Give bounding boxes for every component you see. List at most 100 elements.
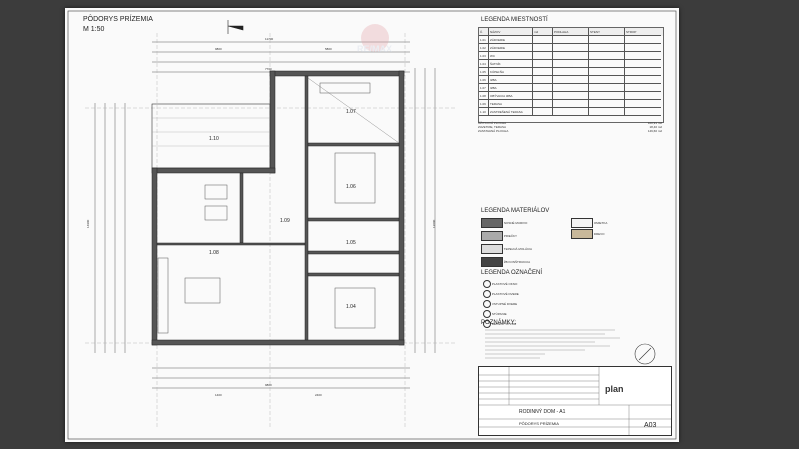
total-value: 100,91 m2 bbox=[647, 121, 662, 125]
material-item: DREVO bbox=[571, 229, 605, 239]
svg-text:1400: 1400 bbox=[215, 393, 222, 397]
room-cell bbox=[625, 52, 661, 60]
legend-materials-title: LEGENDA MATERIÁLOV bbox=[481, 208, 550, 214]
room-cell bbox=[625, 60, 661, 68]
room-label: 1.10 bbox=[209, 136, 219, 142]
total-row: ZASTAVANÁ PLOCHA 149,60 m2 bbox=[478, 129, 662, 133]
room-name: IZBA bbox=[489, 84, 533, 92]
room-cell bbox=[625, 92, 661, 100]
room-cell bbox=[589, 92, 625, 100]
symbols-legend: PLASTOVÉ OKNO PLASTOVÉ DVERE VSTUPNÉ DVE… bbox=[483, 280, 519, 330]
svg-text:14900: 14900 bbox=[86, 219, 90, 228]
room-number: 1.08 bbox=[479, 92, 489, 100]
room-totals: ÚŽITKOVÁ PLOCHA 100,91 m2 ZAVETRIE, TERA… bbox=[478, 121, 662, 133]
legend-rooms-title: LEGENDA MIESTNOSTÍ bbox=[481, 17, 548, 23]
symbol-item: VSTUPNÉ DVERE bbox=[483, 300, 519, 308]
material-item: PRIEČKY bbox=[481, 231, 671, 241]
room-name: KÚPEĽŇA bbox=[489, 68, 533, 76]
room-cell bbox=[533, 92, 553, 100]
company-logo: plan bbox=[605, 384, 624, 394]
symbol-item: PLASTOVÉ OKNO bbox=[483, 280, 519, 288]
room-cell bbox=[589, 76, 625, 84]
plan-scale: M 1:50 bbox=[83, 26, 105, 33]
room-cell bbox=[533, 36, 553, 44]
symbol-item: STÚPANIE bbox=[483, 310, 519, 318]
room-cell bbox=[553, 84, 589, 92]
room-number: 1.09 bbox=[479, 100, 489, 108]
room-number: 1.10 bbox=[479, 108, 489, 116]
room-name: ZÁDVERIE bbox=[489, 44, 533, 52]
room-cell bbox=[589, 44, 625, 52]
room-cell bbox=[533, 68, 553, 76]
room-cell bbox=[533, 60, 553, 68]
room-name: IZBA bbox=[489, 76, 533, 84]
room-cell bbox=[533, 84, 553, 92]
symbol-item: PLASTOVÉ DVERE bbox=[483, 290, 519, 298]
room-cell bbox=[553, 60, 589, 68]
room-cell bbox=[625, 84, 661, 92]
room-cell bbox=[553, 68, 589, 76]
svg-text:7700: 7700 bbox=[265, 67, 272, 71]
room-cell bbox=[553, 36, 589, 44]
room-cell bbox=[589, 68, 625, 76]
legend-symbols-title: LEGENDA OZNAČENÍ bbox=[481, 270, 543, 276]
room-cell bbox=[553, 44, 589, 52]
svg-text:9800: 9800 bbox=[265, 383, 272, 387]
room-cell bbox=[533, 76, 553, 84]
material-item: OMIETKA bbox=[571, 218, 607, 228]
room-cell bbox=[553, 92, 589, 100]
svg-text:5800: 5800 bbox=[325, 47, 332, 51]
room-number: 1.05 bbox=[479, 68, 489, 76]
room-cell bbox=[589, 52, 625, 60]
room-name: ZASTREŠENÁ TERASA bbox=[489, 108, 533, 116]
notes-title: POZNÁMKY: bbox=[481, 320, 517, 326]
title-block: plan RODINNÝ DOM - A1 PÔDORYS PRÍZEMIA A… bbox=[478, 366, 672, 436]
room-number: 1.02 bbox=[479, 44, 489, 52]
room-cell bbox=[625, 100, 661, 108]
svg-text:11700: 11700 bbox=[265, 37, 273, 41]
total-label: ZAVETRIE, TERASA bbox=[478, 125, 507, 129]
total-row: ÚŽITKOVÁ PLOCHA 100,91 m2 bbox=[478, 121, 662, 125]
room-cell bbox=[589, 84, 625, 92]
room-number: 1.06 bbox=[479, 76, 489, 84]
notes-text-lines bbox=[485, 329, 620, 359]
north-arrow-icon bbox=[634, 343, 656, 365]
room-cell bbox=[553, 108, 589, 116]
project-name: RODINNÝ DOM - A1 bbox=[519, 409, 566, 415]
room-cell bbox=[553, 76, 589, 84]
sheet-number: A03 bbox=[644, 422, 657, 429]
total-value: 18,40 m2 bbox=[649, 125, 662, 129]
room-label: 1.07 bbox=[346, 109, 356, 115]
total-label: ÚŽITKOVÁ PLOCHA bbox=[478, 121, 507, 125]
room-cell bbox=[589, 60, 625, 68]
total-label: ZASTAVANÁ PLOCHA bbox=[478, 129, 509, 133]
plan-title: PÔDORYS PRÍZEMIA bbox=[83, 16, 153, 23]
room-cell bbox=[533, 52, 553, 60]
total-value: 149,60 m2 bbox=[647, 129, 662, 133]
room-cell bbox=[533, 108, 553, 116]
room-number: 1.01 bbox=[479, 36, 489, 44]
drawing-name: PÔDORYS PRÍZEMIA bbox=[519, 421, 559, 426]
room-cell bbox=[625, 36, 661, 44]
room-name: ZÁDVERIE bbox=[489, 36, 533, 44]
room-number: 1.03 bbox=[479, 52, 489, 60]
room-cell bbox=[625, 68, 661, 76]
svg-text:9800: 9800 bbox=[215, 47, 222, 51]
room-label: 1.06 bbox=[346, 184, 356, 190]
room-cell bbox=[625, 44, 661, 52]
room-name: WC bbox=[489, 52, 533, 60]
material-item: ŽB KONŠTRUKCIA bbox=[481, 257, 671, 267]
material-item: TEPELNÁ IZOLÁCIA bbox=[481, 244, 671, 254]
